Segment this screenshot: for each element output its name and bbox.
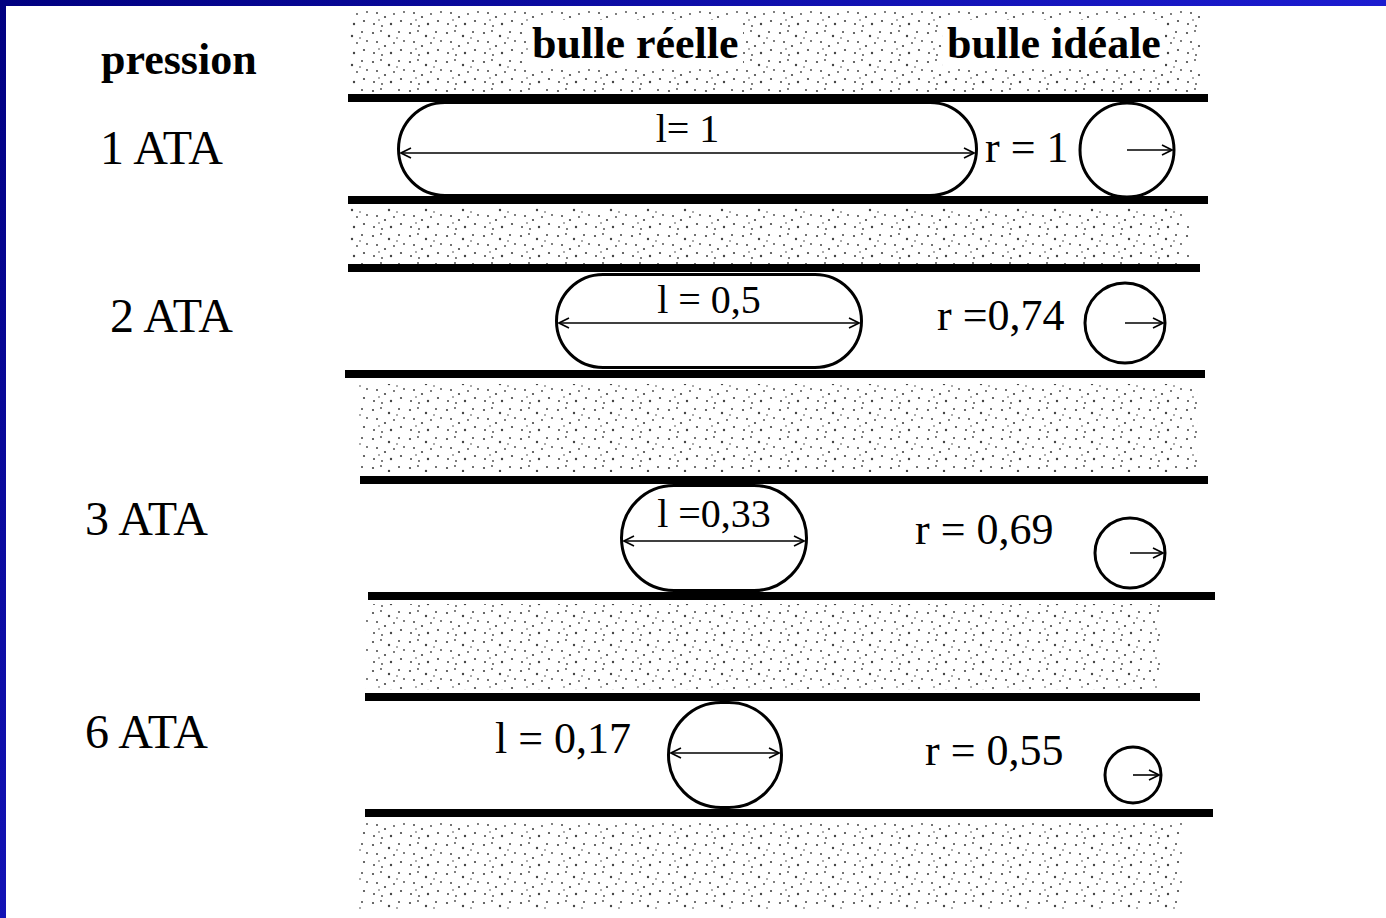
tissue-band — [358, 822, 1183, 910]
ideal-bubble — [1080, 103, 1174, 197]
ideal-bubble — [1085, 283, 1165, 363]
length-arrow — [401, 152, 974, 154]
tissue-band — [350, 10, 1200, 92]
pressure-label: 3 ATA — [85, 493, 208, 546]
ideal-bubble — [1105, 747, 1161, 803]
length-label: l = 0,17 — [495, 715, 631, 763]
length-arrow — [559, 322, 859, 324]
tissue-band — [365, 604, 1160, 690]
bubble-shape — [669, 703, 782, 808]
length-arrow — [624, 540, 804, 542]
radius-arrow — [1127, 149, 1172, 151]
radius-label: r =0,74 — [937, 292, 1064, 340]
ideal-bubbles — [1080, 103, 1174, 803]
vessel-wall — [348, 264, 1200, 272]
real-bubble: l = 0,17 — [667, 701, 783, 809]
column-header: bulle idéale — [943, 20, 1165, 68]
radius-label: r = 0,69 — [915, 506, 1053, 554]
length-label: l = 0,5 — [555, 278, 863, 322]
vessel-wall — [365, 809, 1213, 817]
vessel-wall — [348, 94, 1208, 102]
radius-label: r = 0,55 — [925, 727, 1063, 775]
pressure-label: 2 ATA — [110, 290, 233, 343]
tissue-band — [358, 384, 1198, 472]
length-arrow — [671, 752, 779, 754]
vessel-wall — [368, 592, 1215, 600]
tissue-band — [350, 208, 1190, 264]
real-bubble: l =0,33 — [620, 484, 808, 592]
radius-arrow — [1125, 322, 1163, 324]
vessel-wall — [345, 370, 1205, 378]
real-bubble: l= 1 — [397, 101, 978, 197]
real-bubble: l = 0,5 — [555, 273, 863, 369]
tissue-bands — [350, 10, 1200, 910]
vessel-wall — [348, 196, 1208, 204]
pressure-label: 1 ATA — [100, 122, 223, 175]
vessel-walls — [345, 98, 1215, 813]
bubble-outline — [667, 701, 783, 809]
column-header: pression — [97, 36, 261, 84]
ideal-bubble — [1095, 518, 1165, 588]
radius-label: r = 1 — [985, 124, 1068, 172]
length-label: l= 1 — [397, 107, 978, 151]
column-header: bulle réelle — [528, 20, 743, 68]
radius-arrow — [1130, 552, 1163, 554]
vessel-wall — [360, 476, 1208, 484]
pressure-label: 6 ATA — [85, 706, 208, 759]
radius-arrow — [1133, 774, 1159, 776]
length-label: l =0,33 — [620, 492, 808, 536]
vessel-wall — [365, 693, 1200, 701]
